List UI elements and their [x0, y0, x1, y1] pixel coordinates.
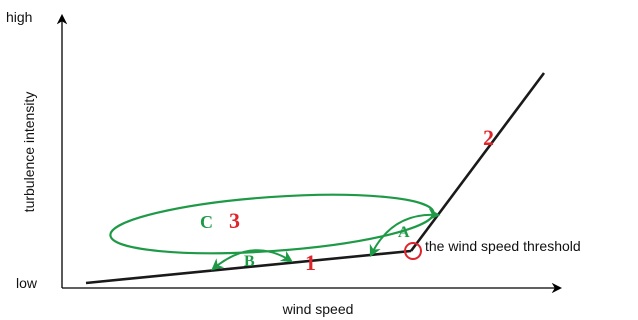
angle-b-label: B — [244, 253, 255, 270]
y-axis-title: turbulence intensity — [21, 92, 37, 213]
threshold-label: the wind speed threshold — [425, 238, 581, 254]
angle-c-label: C — [200, 212, 213, 232]
angle-a-label: A — [398, 224, 410, 241]
region-3-label: 3 — [229, 208, 240, 233]
y-low-label: low — [16, 275, 38, 291]
angle-b-arc — [211, 249, 294, 271]
segment-high-slope — [409, 72, 546, 252]
angle-a-arc — [369, 208, 441, 258]
region-2-label: 2 — [483, 125, 494, 150]
region-1-label: 1 — [305, 250, 316, 275]
region-3-ellipse — [109, 193, 435, 255]
y-high-label: high — [6, 9, 32, 25]
x-axis-title: wind speed — [282, 301, 354, 317]
